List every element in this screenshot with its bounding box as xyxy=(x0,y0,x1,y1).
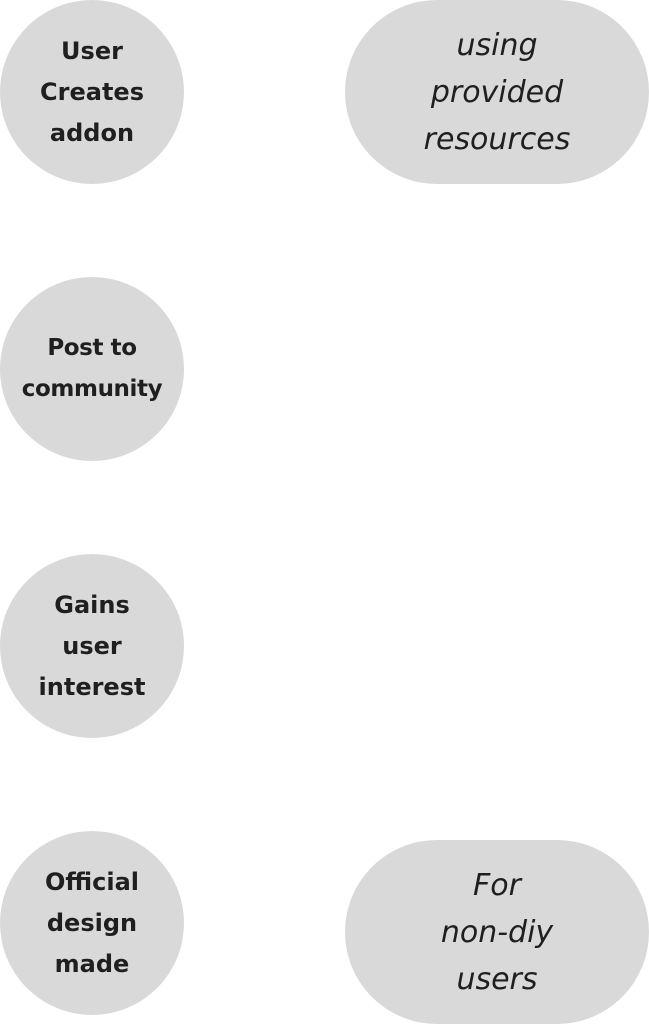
note-label: using provided resources xyxy=(423,27,571,157)
step-label: Gains user interest xyxy=(38,590,146,701)
step-label: User Creates addon xyxy=(40,36,144,147)
step-node-post-to-community: Post to community xyxy=(0,277,184,461)
note-node-for-non-diy-users: For non-diy users xyxy=(345,840,649,1024)
step-node-official-design-made: Official design made xyxy=(0,831,184,1015)
step-label: Official design made xyxy=(44,867,140,978)
note-label: For non-diy users xyxy=(440,867,554,997)
step-node-gains-user-interest: Gains user interest xyxy=(0,554,184,738)
note-node-using-provided-resources: using provided resources xyxy=(345,0,649,184)
step-label: Post to community xyxy=(21,335,163,402)
step-node-user-creates-addon: User Creates addon xyxy=(0,0,184,184)
